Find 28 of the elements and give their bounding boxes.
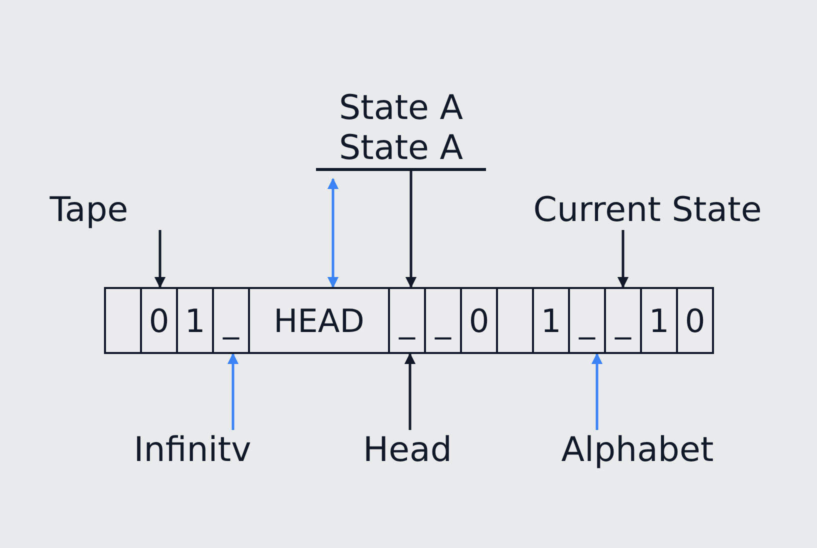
arrow bbox=[404, 352, 416, 430]
tape-cell bbox=[496, 287, 534, 354]
label: Alphabet bbox=[535, 430, 740, 470]
tape-cell: _ bbox=[388, 287, 426, 354]
tape-cell: _ bbox=[212, 287, 250, 354]
arrow bbox=[154, 230, 166, 288]
label: Tape bbox=[30, 190, 148, 230]
label: Infinitv bbox=[110, 430, 275, 470]
state-label: State A bbox=[338, 128, 464, 168]
tape-cell: _ bbox=[424, 287, 462, 354]
tape-cell: 0 bbox=[676, 287, 714, 354]
arrow bbox=[591, 352, 603, 430]
arrow bbox=[617, 230, 629, 288]
state-label: State A bbox=[338, 88, 464, 128]
label: Head bbox=[340, 430, 475, 470]
arrow bbox=[227, 352, 239, 430]
tape-cell bbox=[104, 287, 142, 354]
tape-cell: 0 bbox=[140, 287, 178, 354]
tape-cell: _ bbox=[604, 287, 642, 354]
tape-cell: 1 bbox=[532, 287, 570, 354]
arrow bbox=[405, 171, 417, 288]
tape-cell: 0 bbox=[460, 287, 498, 354]
tape-cell: _ bbox=[568, 287, 606, 354]
tape-cell: 1 bbox=[640, 287, 678, 354]
tape-cell: 1 bbox=[176, 287, 214, 354]
tape-cell: HEAD bbox=[248, 287, 390, 354]
arrow bbox=[327, 178, 339, 288]
label: Current State bbox=[500, 190, 795, 230]
